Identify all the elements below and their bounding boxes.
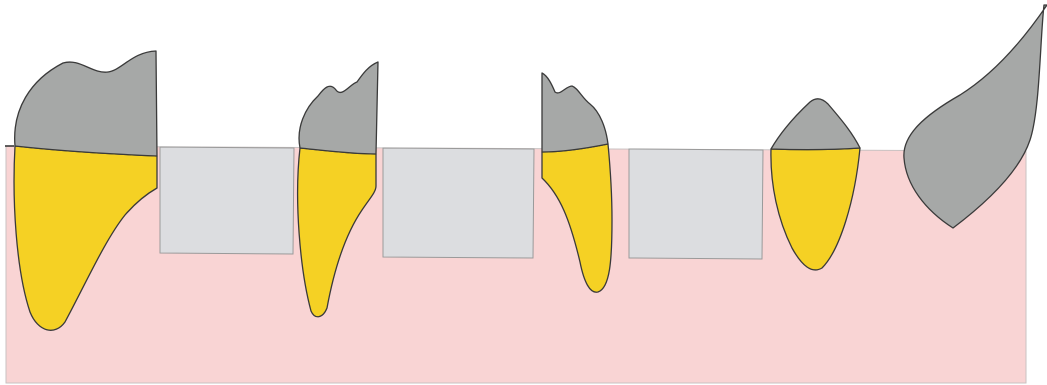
tooth-2-crown [299, 62, 378, 154]
gap-block-2 [383, 148, 534, 258]
gap-block-1 [160, 147, 294, 254]
tooth-4-crown [771, 99, 860, 150]
gap-block-3 [629, 149, 763, 259]
tooth-3-crown [542, 73, 608, 152]
tooth-1-crown [15, 51, 157, 156]
